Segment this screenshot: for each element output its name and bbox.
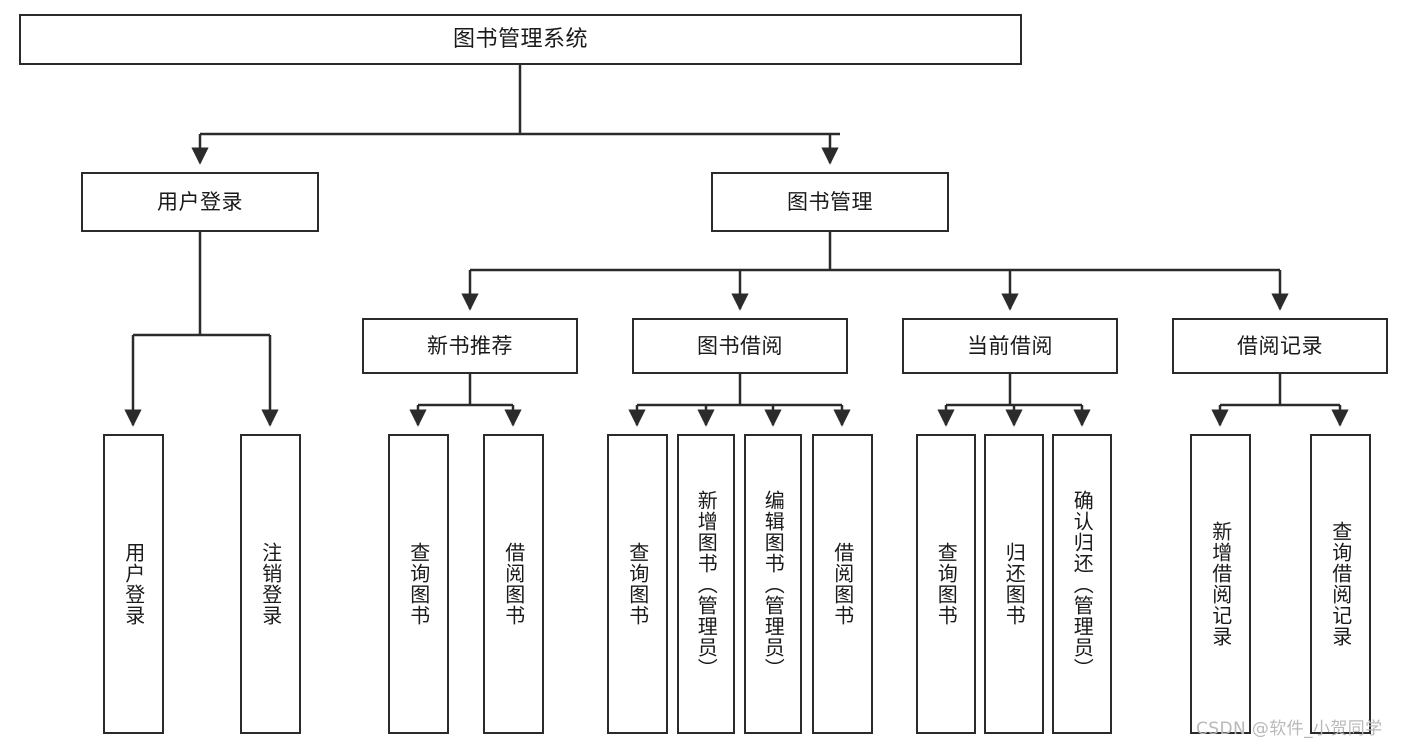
node-borrow-record[interactable]: 借阅记录 bbox=[1172, 318, 1388, 374]
node-leaf-cur-query-book-label: 查询图书 bbox=[934, 542, 959, 626]
node-leaf-add-borrow-record-label: 新增借阅记录 bbox=[1208, 521, 1233, 647]
node-leaf-borrow-query-book-label: 查询图书 bbox=[625, 542, 650, 626]
node-book-manage-label: 图书管理 bbox=[787, 189, 873, 214]
node-current-borrow-label: 当前借阅 bbox=[967, 333, 1053, 358]
node-leaf-borrow-book[interactable]: 借阅图书 bbox=[812, 434, 873, 734]
node-user-login[interactable]: 用户登录 bbox=[81, 172, 319, 232]
node-leaf-return-book-label: 归还图书 bbox=[1002, 542, 1027, 626]
node-leaf-user-logout-label: 注销登录 bbox=[258, 542, 283, 626]
node-leaf-rec-borrow-book-label: 借阅图书 bbox=[501, 542, 526, 626]
node-leaf-borrow-query-book[interactable]: 查询图书 bbox=[607, 434, 668, 734]
node-leaf-confirm-return-admin-label: 确认归还（管理员） bbox=[1070, 489, 1095, 679]
node-borrow-record-label: 借阅记录 bbox=[1237, 333, 1323, 358]
node-leaf-add-book-admin[interactable]: 新增图书（管理员） bbox=[677, 434, 735, 734]
node-book-borrow[interactable]: 图书借阅 bbox=[632, 318, 848, 374]
node-leaf-query-borrow-record[interactable]: 查询借阅记录 bbox=[1310, 434, 1371, 734]
node-leaf-edit-book-admin-label: 编辑图书（管理员） bbox=[761, 489, 786, 679]
node-leaf-user-login-label: 用户登录 bbox=[121, 542, 146, 626]
node-current-borrow[interactable]: 当前借阅 bbox=[902, 318, 1118, 374]
node-leaf-rec-query-book[interactable]: 查询图书 bbox=[388, 434, 449, 734]
node-leaf-return-book[interactable]: 归还图书 bbox=[984, 434, 1044, 734]
node-root-label: 图书管理系统 bbox=[452, 26, 588, 52]
node-leaf-add-book-admin-label: 新增图书（管理员） bbox=[694, 489, 719, 679]
node-leaf-query-borrow-record-label: 查询借阅记录 bbox=[1328, 521, 1353, 647]
node-root[interactable]: 图书管理系统 bbox=[19, 14, 1022, 65]
node-leaf-user-login[interactable]: 用户登录 bbox=[103, 434, 164, 734]
node-book-manage[interactable]: 图书管理 bbox=[711, 172, 949, 232]
node-new-book-recommend-label: 新书推荐 bbox=[427, 333, 513, 358]
node-leaf-add-borrow-record[interactable]: 新增借阅记录 bbox=[1190, 434, 1251, 734]
csdn-watermark: CSDN @软件_小贺同学 bbox=[1196, 719, 1383, 739]
node-leaf-edit-book-admin[interactable]: 编辑图书（管理员） bbox=[744, 434, 802, 734]
node-leaf-confirm-return-admin[interactable]: 确认归还（管理员） bbox=[1052, 434, 1112, 734]
node-leaf-borrow-book-label: 借阅图书 bbox=[830, 542, 855, 626]
node-new-book-recommend[interactable]: 新书推荐 bbox=[362, 318, 578, 374]
node-leaf-rec-query-book-label: 查询图书 bbox=[406, 542, 431, 626]
node-leaf-cur-query-book[interactable]: 查询图书 bbox=[916, 434, 976, 734]
node-leaf-user-logout[interactable]: 注销登录 bbox=[240, 434, 301, 734]
node-user-login-label: 用户登录 bbox=[157, 189, 243, 214]
node-leaf-rec-borrow-book[interactable]: 借阅图书 bbox=[483, 434, 544, 734]
node-book-borrow-label: 图书借阅 bbox=[697, 333, 783, 358]
